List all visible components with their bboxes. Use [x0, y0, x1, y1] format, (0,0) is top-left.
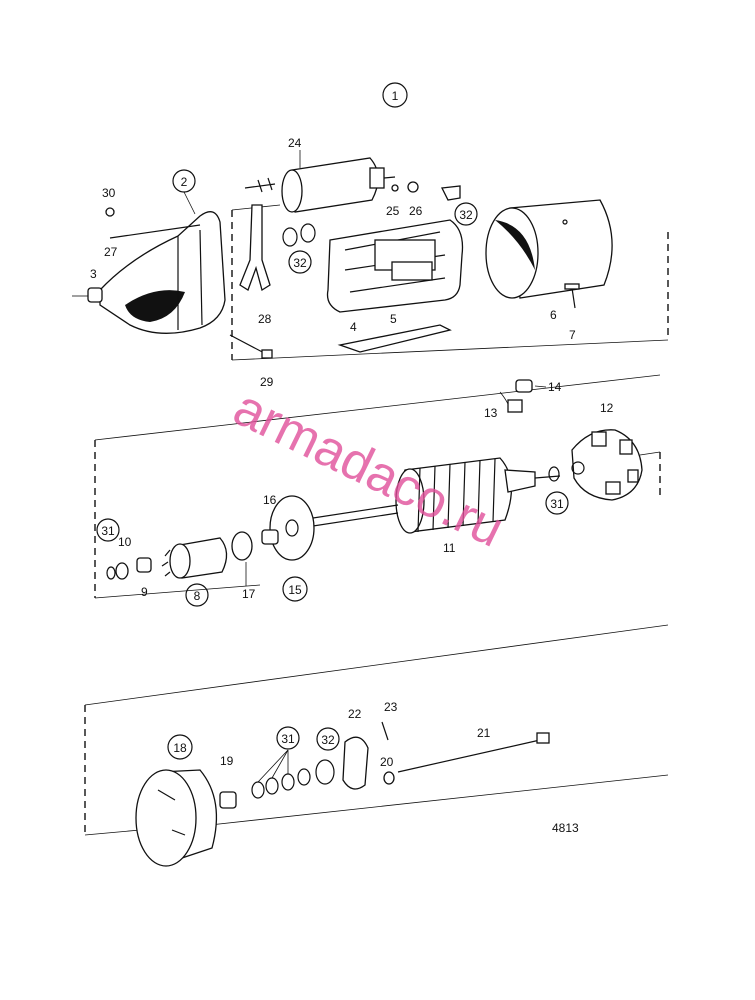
label-6: 6 [550, 308, 557, 322]
armature-part [299, 457, 561, 534]
yoke-part [485, 199, 613, 299]
label-5: 5 [390, 312, 397, 326]
section-frame-top [231, 204, 669, 361]
label-24: 24 [288, 136, 302, 150]
label-7: 7 [569, 328, 576, 342]
label-20: 20 [380, 755, 394, 769]
label-2: 2 [181, 175, 188, 189]
label-29: 29 [260, 375, 274, 389]
label-28: 28 [258, 312, 272, 326]
label-31-right: 31 [550, 497, 564, 511]
label-9: 9 [141, 585, 148, 599]
cover-plate-part [342, 736, 369, 790]
nut-20-part [383, 771, 395, 785]
drive-housing-part [99, 211, 226, 334]
fork-lever-part [239, 204, 271, 292]
shim-set-part [251, 749, 311, 799]
nut-part [391, 181, 419, 193]
label-30: 30 [102, 186, 116, 200]
label-11: 11 [443, 541, 456, 555]
section-frame-middle [94, 374, 661, 599]
label-31-left: 31 [101, 524, 115, 538]
bolt-29-part [261, 349, 273, 359]
label-10: 10 [118, 535, 132, 549]
label-19: 19 [220, 754, 234, 768]
label-14: 14 [548, 380, 562, 394]
label-22: 22 [348, 707, 362, 721]
label-32-bottom: 32 [321, 733, 335, 747]
insulator-part [337, 324, 452, 353]
label-13: 13 [484, 406, 498, 420]
end-cover-part [135, 769, 218, 867]
label-16: 16 [263, 493, 277, 507]
solenoid-part [244, 150, 396, 213]
label-32-mid: 32 [293, 256, 307, 270]
brush-part [499, 379, 533, 413]
title-callout: 1 [382, 82, 408, 108]
seal-ring-part [315, 759, 335, 785]
label-23: 23 [384, 700, 398, 714]
nut-30-part [105, 207, 115, 217]
label-32-top: 32 [459, 208, 473, 222]
label-8: 8 [194, 589, 201, 603]
label-26: 26 [409, 204, 423, 218]
washer-pair-part [282, 223, 316, 247]
label-21: 21 [477, 726, 491, 740]
bushing-19-part [219, 791, 237, 809]
label-12: 12 [600, 401, 614, 415]
bracket-part [441, 185, 461, 201]
drive-pinion-part [161, 537, 228, 579]
section-frame-bottom [84, 624, 669, 836]
brush-holder-part [571, 429, 643, 501]
label-15: 15 [288, 583, 302, 597]
washer-31-part [548, 466, 560, 482]
screw-7-part [564, 283, 580, 290]
label-18: 18 [173, 741, 187, 755]
ring-17-part [231, 531, 253, 561]
label-25: 25 [386, 204, 400, 218]
bushing-part [87, 287, 103, 303]
label-27: 27 [104, 245, 118, 259]
stop-ring-part [136, 557, 152, 573]
tie-bolt-part [397, 732, 550, 773]
label-4: 4 [350, 320, 357, 334]
label-3: 3 [90, 267, 97, 281]
label-17: 17 [242, 587, 256, 601]
title-number: 1 [392, 89, 399, 103]
field-coil-part [326, 219, 464, 313]
label-31-bottom: 31 [281, 732, 295, 746]
intermediate-bearing-part [261, 495, 315, 561]
drawing-number: 4813 [552, 821, 579, 835]
washer-10-part [115, 562, 129, 580]
